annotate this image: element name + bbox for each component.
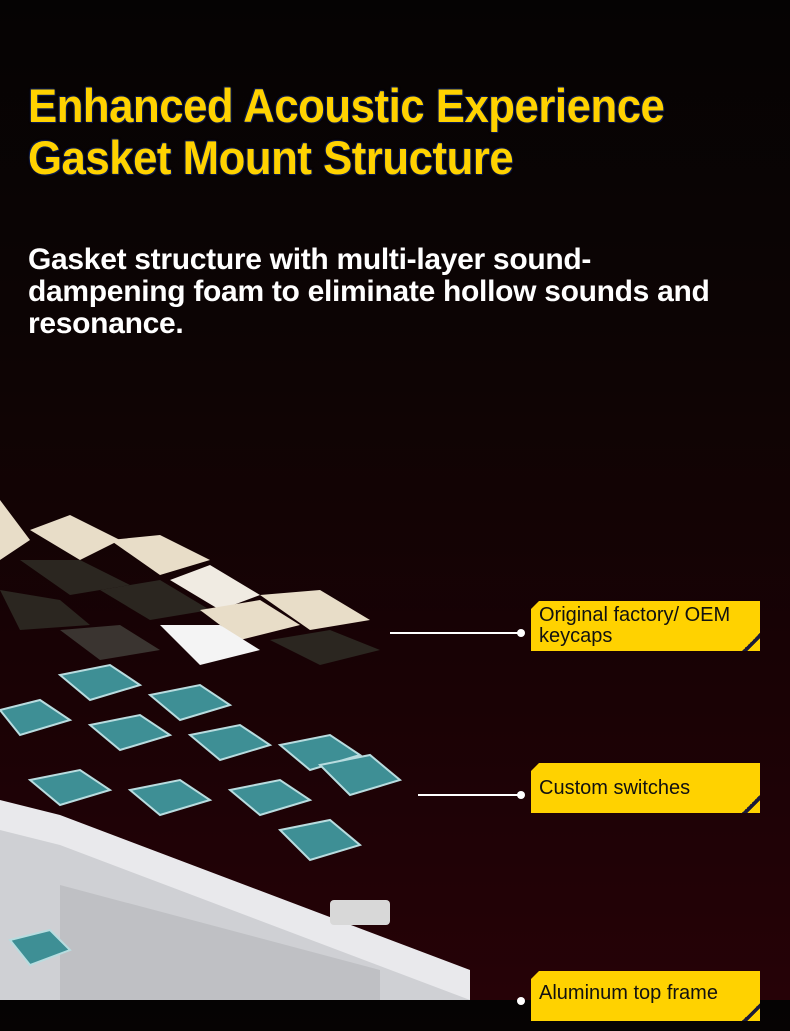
callout-label: Aluminum top frame: [531, 971, 760, 1021]
callout-label: Original factory/ OEM keycaps: [531, 601, 760, 651]
description: Gasket structure with multi-layer sound-…: [28, 243, 710, 340]
callout-line: [390, 632, 520, 634]
callout-switches: Custom switches: [0, 763, 790, 825]
page-title: Enhanced Acoustic Experience Gasket Moun…: [28, 80, 712, 184]
title-line-2: Gasket Mount Structure: [28, 131, 514, 184]
callout-top-frame: Aluminum top frame: [0, 971, 790, 1031]
switches: [0, 663, 403, 967]
callout-dot: [517, 629, 525, 637]
callout-dot: [517, 791, 525, 799]
callout-keycaps: Original factory/ OEM keycaps: [0, 601, 790, 663]
callout-line: [418, 794, 520, 796]
callout-dot: [517, 997, 525, 1005]
keycaps: [0, 500, 380, 665]
callout-label: Custom switches: [531, 763, 760, 813]
exploded-keyboard-illustration: [0, 500, 470, 1000]
title-line-1: Enhanced Acoustic Experience: [28, 79, 665, 132]
